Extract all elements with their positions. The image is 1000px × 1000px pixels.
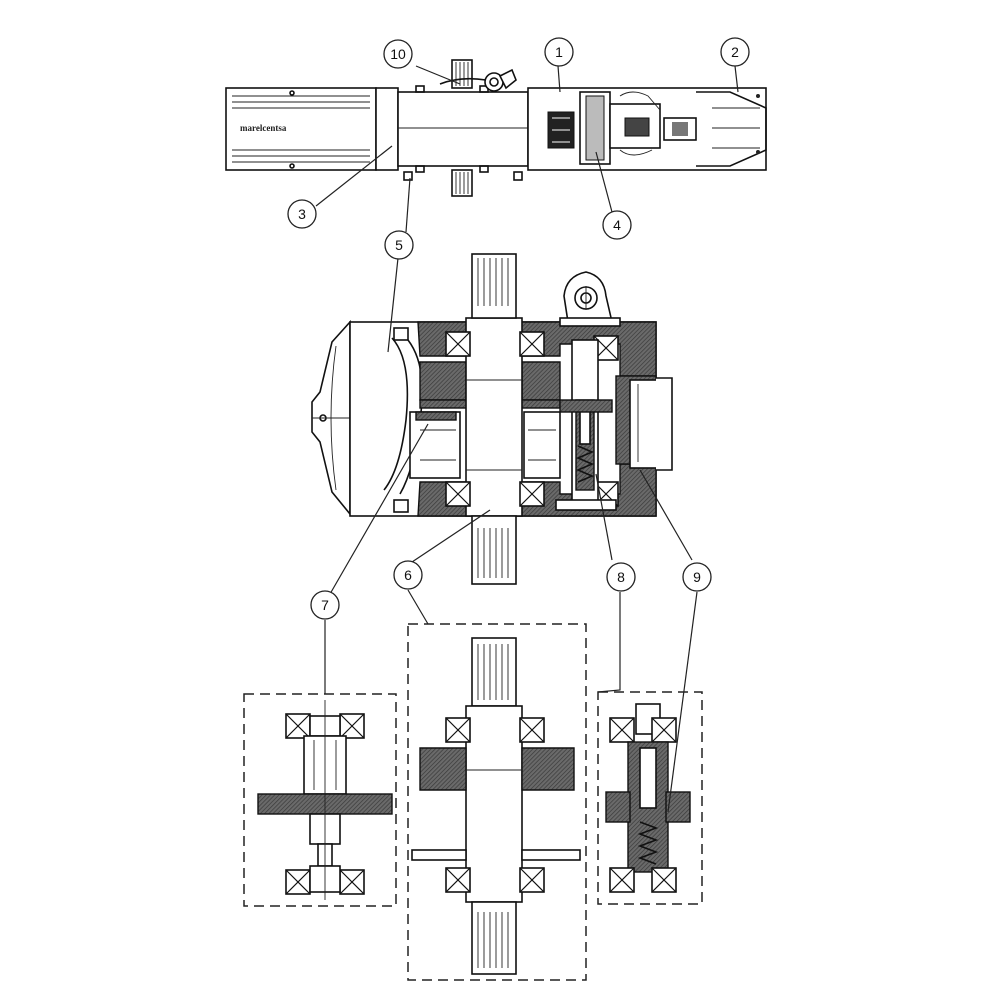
right-case-block	[547, 111, 575, 149]
intermediate-gear	[409, 411, 461, 479]
lever-mechanism	[439, 68, 517, 92]
bottom-spline	[471, 515, 517, 585]
callout-6: 6	[393, 560, 423, 590]
svg-text:7: 7	[321, 597, 329, 613]
svg-text:10: 10	[390, 46, 406, 62]
svg-text:5: 5	[395, 237, 403, 253]
svg-text:2: 2	[731, 44, 739, 60]
top-view-assembly: marelcentsa	[225, 59, 767, 197]
callout-5: 5	[384, 230, 414, 260]
top-shaft-stub	[451, 59, 473, 89]
svg-text:8: 8	[617, 569, 625, 585]
leader-lines	[315, 65, 739, 813]
callout-10: 10	[383, 39, 413, 69]
gear-case	[397, 91, 529, 167]
svg-text:4: 4	[613, 217, 621, 233]
svg-text:1: 1	[555, 44, 563, 60]
callout-4: 4	[602, 210, 632, 240]
top-lever	[559, 271, 621, 327]
svg-text:6: 6	[404, 567, 412, 583]
brand-label: marelcentsa	[240, 123, 287, 133]
bearing-top-left	[445, 331, 471, 357]
svg-text:9: 9	[693, 569, 701, 585]
bearing-top-right	[519, 331, 545, 357]
callout-3: 3	[287, 199, 317, 229]
cover-plate-9	[629, 377, 673, 471]
section-view	[311, 253, 673, 585]
detail-6	[407, 623, 587, 981]
right-end-cap	[696, 91, 767, 167]
output-shaft	[465, 317, 523, 517]
callout-1: 1	[544, 37, 574, 67]
bottom-shaft-stub	[451, 169, 473, 197]
top-spline	[471, 253, 517, 319]
callout-7: 7	[310, 590, 340, 620]
bearing-bottom-left	[445, 481, 471, 507]
main-gear	[419, 361, 467, 401]
spring-pin-assembly	[555, 339, 617, 511]
cover-4	[579, 91, 697, 165]
detail-7	[243, 693, 397, 907]
flange-plate	[375, 87, 399, 171]
callout-8: 8	[606, 562, 636, 592]
bearing-bottom-right	[519, 481, 545, 507]
svg-text:3: 3	[298, 206, 306, 222]
callout-2: 2	[720, 37, 750, 67]
detail-8	[597, 691, 703, 905]
callout-9: 9	[682, 562, 712, 592]
